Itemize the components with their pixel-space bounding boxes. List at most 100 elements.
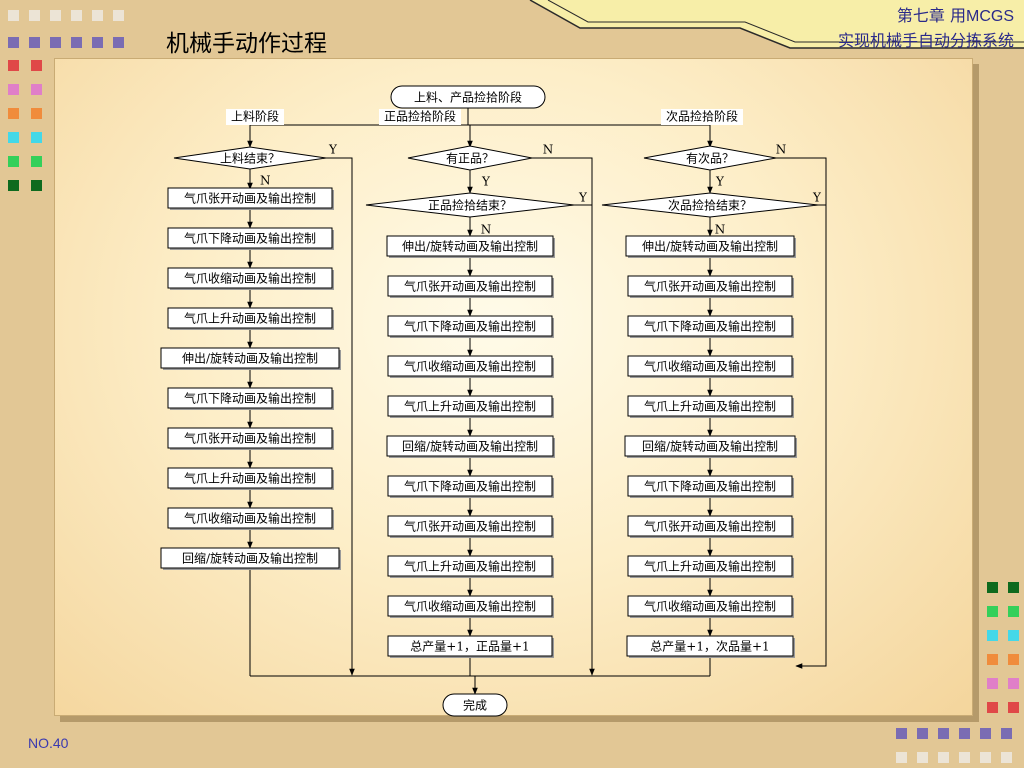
process-step-label: 气爪下降动画及输出控制: [184, 231, 316, 246]
deco-square: [71, 37, 82, 48]
decision: 有次品？: [643, 145, 777, 171]
end-terminal: 完成: [442, 693, 508, 717]
decision-label: 上料结束？: [220, 152, 280, 166]
deco-square: [1008, 702, 1019, 713]
corner-banner: [529, 0, 1024, 49]
no-label: N: [543, 143, 554, 157]
deco-square: [1008, 630, 1019, 641]
process-step: 气爪上升动画及输出控制: [387, 555, 554, 578]
no-label: N: [481, 223, 492, 237]
deco-square: [987, 630, 998, 641]
deco-square: [31, 132, 42, 143]
deco-square: [29, 10, 40, 21]
deco-square: [31, 84, 42, 95]
deco-square: [987, 582, 998, 593]
process-step: 总产量+1，正品量+1: [387, 635, 554, 658]
yes-label: Y: [481, 175, 491, 189]
deco-square: [959, 728, 970, 739]
decision-label: 有次品？: [686, 152, 734, 166]
deco-square: [987, 606, 998, 617]
process-step: 气爪张开动画及输出控制: [627, 515, 794, 538]
process-step: 气爪下降动画及输出控制: [627, 475, 794, 498]
process-step: 回缩/旋转动画及输出控制: [624, 435, 797, 458]
process-step: 气爪收缩动画及输出控制: [167, 267, 334, 290]
process-step-label: 气爪上升动画及输出控制: [404, 559, 536, 574]
deco-square: [917, 752, 928, 763]
deco-square: [8, 180, 19, 191]
flowchart-connectors: [247, 108, 827, 695]
process-step: 气爪下降动画及输出控制: [387, 475, 554, 498]
process-step: 气爪张开动画及输出控制: [387, 275, 554, 298]
deco-square: [1001, 728, 1012, 739]
decision: 上料结束？: [173, 146, 327, 170]
process-step: 气爪下降动画及输出控制: [167, 387, 334, 410]
process-step-label: 气爪下降动画及输出控制: [404, 319, 536, 334]
process-step: 气爪上升动画及输出控制: [627, 395, 794, 418]
deco-square: [987, 678, 998, 689]
chapter-brand: MCGS: [966, 8, 1014, 25]
process-step-label: 气爪收缩动画及输出控制: [644, 359, 776, 374]
process-step-label: 气爪收缩动画及输出控制: [404, 359, 536, 374]
phase-label: 上料阶段: [231, 109, 279, 124]
no-label: N: [776, 143, 787, 157]
deco-square: [113, 37, 124, 48]
deco-square: [71, 10, 82, 21]
decision: 有正品？: [407, 145, 533, 171]
page-number: NO.40: [28, 735, 69, 751]
decision-label: 正品捡拾结束？: [428, 198, 512, 213]
process-step: 气爪上升动画及输出控制: [627, 555, 794, 578]
deco-square: [938, 752, 949, 763]
deco-square: [29, 37, 40, 48]
slide-title: 机械手动作过程: [166, 31, 327, 57]
deco-square: [1008, 606, 1019, 617]
process-step-label: 回缩/旋转动画及输出控制: [182, 551, 318, 566]
process-step: 气爪下降动画及输出控制: [167, 227, 334, 250]
deco-square: [92, 37, 103, 48]
deco-square: [980, 752, 991, 763]
deco-square: [987, 702, 998, 713]
process-step-label: 伸出/旋转动画及输出控制: [182, 351, 318, 366]
process-step-label: 气爪张开动画及输出控制: [404, 279, 536, 294]
process-step: 气爪张开动画及输出控制: [167, 187, 334, 210]
deco-square: [8, 84, 19, 95]
deco-square: [938, 728, 949, 739]
process-step-label: 气爪张开动画及输出控制: [184, 191, 316, 206]
decision: 正品捡拾结束？: [365, 192, 575, 218]
process-step-label: 气爪收缩动画及输出控制: [184, 511, 316, 526]
process-step: 气爪收缩动画及输出控制: [627, 355, 794, 378]
chapter-prefix: 第七章 用: [896, 6, 966, 25]
no-label: N: [260, 174, 271, 188]
decision-label: 次品捡拾结束？: [668, 198, 752, 213]
deco-square: [896, 752, 907, 763]
flowchart-nodes: 上料、产品捡拾阶段上料阶段正品捡拾阶段次品捡拾阶段上料结束？NY气爪张开动画及输…: [160, 85, 822, 717]
process-step-label: 气爪下降动画及输出控制: [644, 479, 776, 494]
connector-line: [532, 157, 595, 676]
deco-square: [92, 10, 103, 21]
deco-square: [50, 37, 61, 48]
process-step: 气爪收缩动画及输出控制: [387, 355, 554, 378]
deco-square: [1008, 582, 1019, 593]
chapter-subtitle: 实现机械手自动分拣系统: [837, 31, 1014, 50]
deco-square: [959, 752, 970, 763]
yes-label: Y: [812, 191, 822, 205]
deco-square: [50, 10, 61, 21]
process-step: 气爪收缩动画及输出控制: [627, 595, 794, 618]
phase-label: 次品捡拾阶段: [666, 109, 738, 124]
process-step-label: 气爪上升动画及输出控制: [184, 471, 316, 486]
chapter-heading: 第七章 用MCGS 实现机械手自动分拣系统: [838, 4, 1014, 53]
process-step-label: 气爪下降动画及输出控制: [644, 319, 776, 334]
start-terminal-label: 上料、产品捡拾阶段: [414, 90, 522, 105]
process-step-label: 气爪下降动画及输出控制: [184, 391, 316, 406]
start-terminal: 上料、产品捡拾阶段: [390, 85, 546, 109]
phase-label-bg: [379, 109, 461, 125]
deco-square: [113, 10, 124, 21]
deco-square: [1008, 654, 1019, 665]
process-step: 气爪张开动画及输出控制: [627, 275, 794, 298]
process-step-label: 气爪上升动画及输出控制: [644, 399, 776, 414]
deco-square: [980, 728, 991, 739]
deco-square: [1008, 678, 1019, 689]
process-step: 气爪张开动画及输出控制: [167, 427, 334, 450]
deco-square: [31, 60, 42, 71]
